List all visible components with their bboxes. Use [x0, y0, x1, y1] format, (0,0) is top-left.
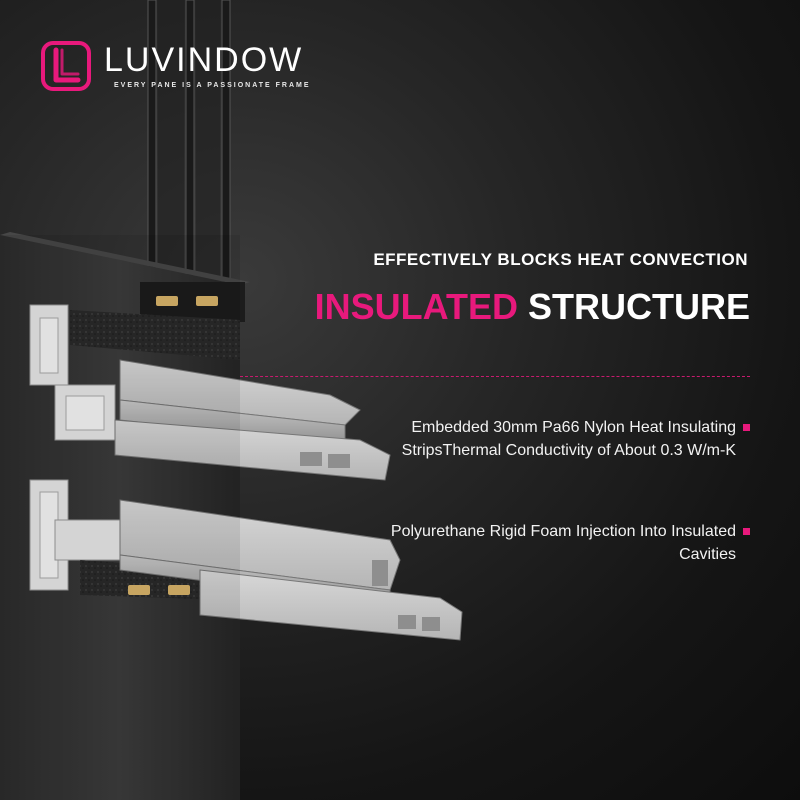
dashed-divider — [240, 376, 750, 377]
headline-accent: INSULATED — [314, 286, 518, 327]
square-bullet-icon — [743, 528, 750, 535]
feature-item: Embedded 30mm Pa66 Nylon Heat Insulating… — [390, 416, 750, 462]
l-monogram-icon — [41, 41, 91, 91]
brand-tagline: EVERY PANE IS A PASSIONATE FRAME — [114, 82, 311, 89]
headline: INSULATED STRUCTURE — [315, 286, 750, 328]
feature-text: Embedded 30mm Pa66 Nylon Heat Insulating… — [401, 419, 736, 459]
feature-item: Polyurethane Rigid Foam Injection Into I… — [390, 520, 750, 566]
square-bullet-icon — [743, 424, 750, 431]
headline-rest: STRUCTURE — [528, 286, 750, 327]
brand-logo: LUVINDOW EVERY PANE IS A PASSIONATE FRAM… — [40, 40, 340, 100]
feature-text: Polyurethane Rigid Foam Injection Into I… — [390, 523, 736, 563]
brand-name: LUVINDOW — [104, 41, 304, 79]
subtitle: EFFECTIVELY BLOCKS HEAT CONVECTION — [373, 250, 748, 269]
